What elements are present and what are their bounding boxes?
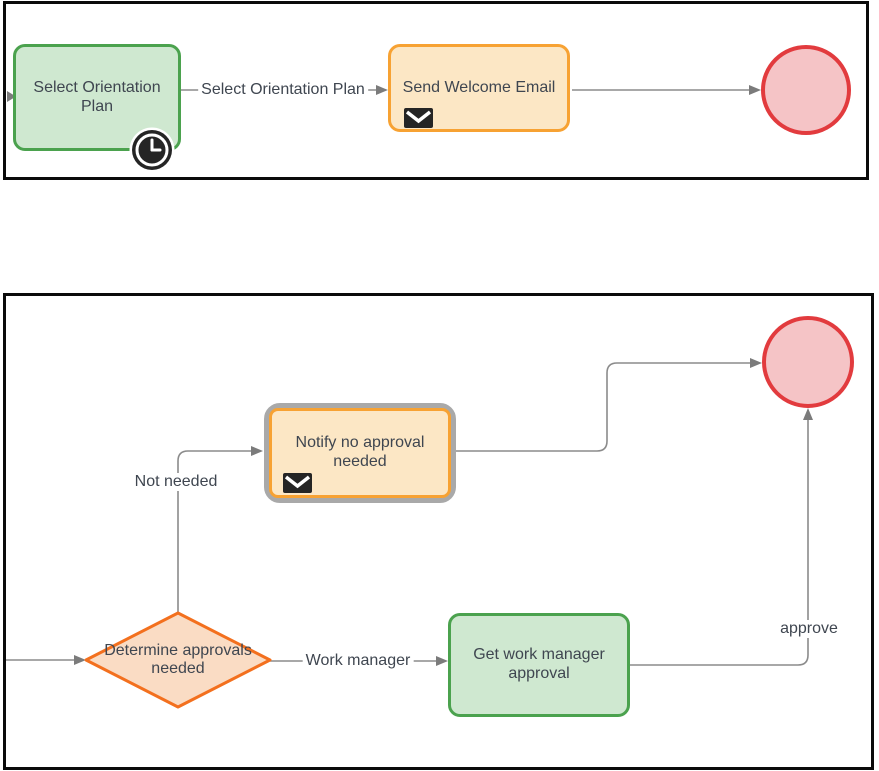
task-send-welcome-email[interactable]: Send Welcome Email — [388, 44, 570, 132]
timer-boundary-event[interactable] — [129, 127, 175, 178]
selection-halo: Notify no approval needed — [264, 403, 456, 503]
task-label: Get work manager approval — [473, 646, 605, 682]
bpmn-diagram-panel-bottom: Notify no approval needed Not needed Det… — [3, 293, 874, 770]
task-label: Select Orientation Plan — [33, 78, 161, 115]
gateway-determine-approvals[interactable] — [84, 611, 272, 709]
flow-label-approve: approve — [777, 620, 841, 638]
task-get-work-manager-approval[interactable]: Get work manager approval — [448, 613, 630, 717]
task-label: Send Welcome Email — [402, 78, 556, 96]
sequence-flow-not-needed[interactable] — [177, 446, 263, 613]
envelope-icon — [404, 108, 433, 128]
task-notify-no-approval-needed[interactable]: Notify no approval needed — [269, 408, 451, 498]
sequence-flow-notify-to-end[interactable] — [456, 358, 762, 452]
end-event[interactable] — [762, 316, 854, 408]
flow-label-work-manager: Work manager — [302, 652, 414, 670]
end-event[interactable] — [761, 45, 851, 135]
clock-icon — [129, 127, 175, 173]
sequence-flow-approve[interactable] — [630, 408, 813, 666]
task-label: Notify no approval needed — [295, 434, 425, 470]
envelope-icon — [283, 473, 312, 493]
bpmn-diagram-panel-top: Select Orientation Plan Select Orientati… — [3, 1, 869, 180]
incoming-flow-arrowhead[interactable] — [7, 91, 16, 102]
gateway-label: Determine approvals needed — [104, 641, 252, 677]
sequence-flow-label: Select Orientation Plan — [198, 81, 368, 99]
flow-label-not-needed: Not needed — [131, 473, 221, 491]
